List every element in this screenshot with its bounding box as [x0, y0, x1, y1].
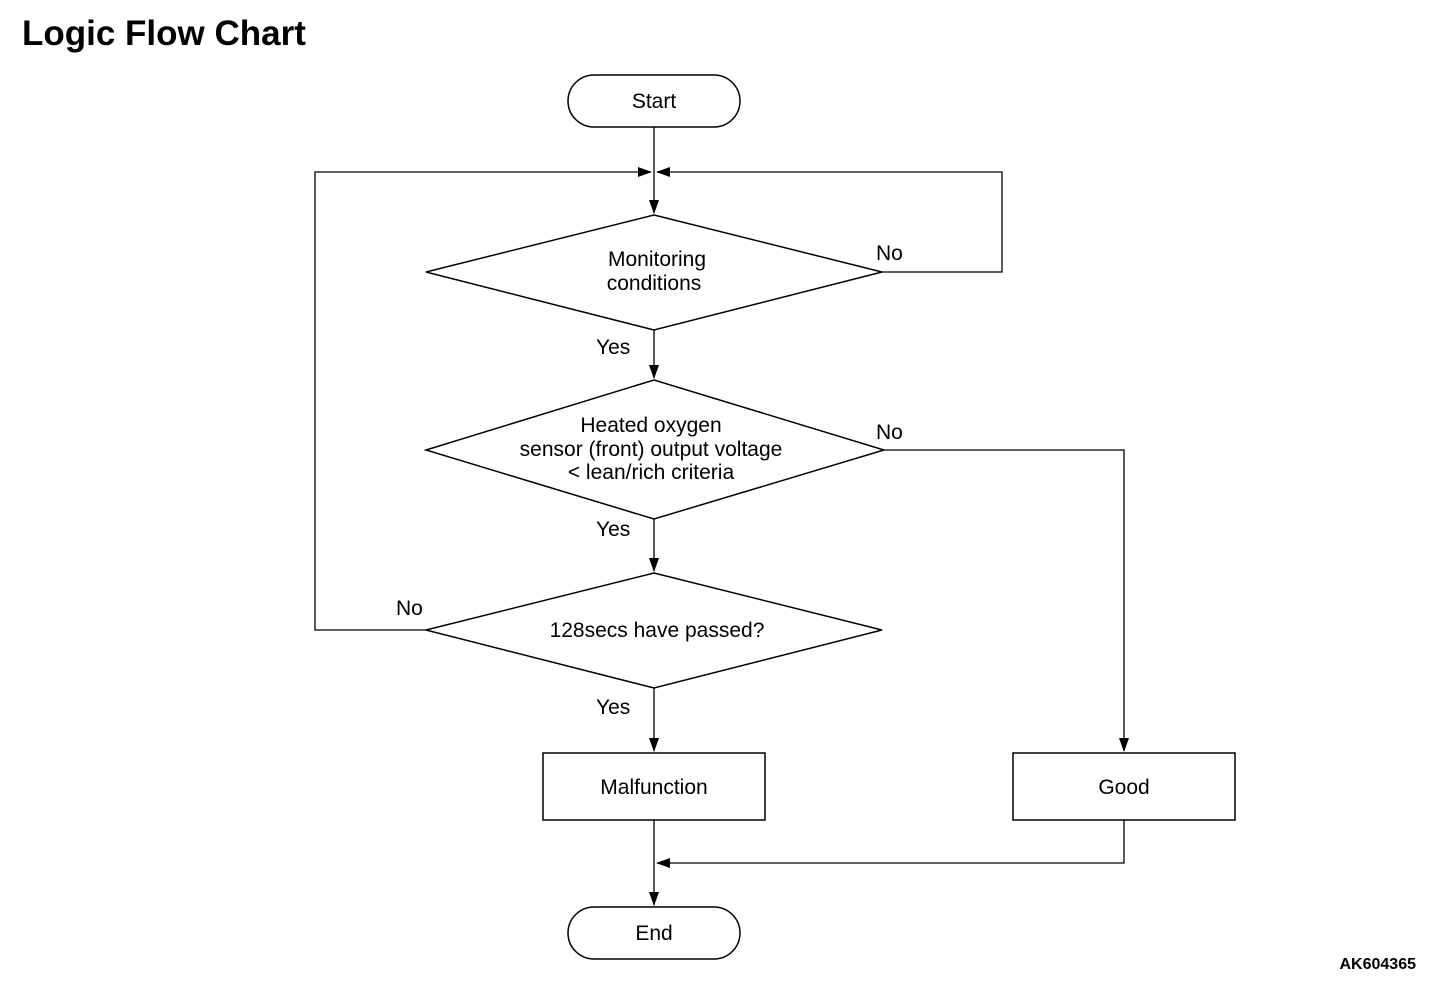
start-node: Start [567, 74, 741, 128]
good-label: Good [1098, 776, 1149, 799]
voltage-yes-label: Yes [596, 518, 630, 541]
end-node: End [567, 906, 741, 960]
monitoring-line-2: conditions [607, 272, 702, 295]
page-title: Logic Flow Chart [22, 14, 306, 53]
voltage-no-label: No [876, 421, 903, 444]
timer-decision: 128secs have passed? [425, 572, 883, 689]
voltage-line-3: < lean/rich criteria [568, 461, 735, 484]
monitoring-no-label: No [876, 242, 903, 265]
monitoring-line-1: Monitoring [608, 248, 706, 271]
connector-voltage-no [884, 449, 1129, 752]
malfunction-node: Malfunction [542, 752, 766, 821]
timer-no-label: No [396, 597, 423, 620]
start-label: Start [632, 90, 677, 113]
voltage-line-2: sensor (front) output voltage [520, 438, 783, 461]
malfunction-label: Malfunction [600, 776, 707, 799]
timer-label: 128secs have passed? [550, 619, 765, 642]
connector-timer-no [314, 167, 652, 631]
monitoring-yes-label: Yes [596, 336, 630, 359]
sensor-voltage-decision: Heated oxygen sensor (front) output volt… [423, 379, 887, 520]
voltage-line-1: Heated oxygen [580, 414, 721, 437]
end-label: End [635, 922, 672, 945]
connector-monitoring-no [656, 167, 1003, 273]
good-node: Good [1012, 752, 1236, 821]
timer-yes-label: Yes [596, 696, 630, 719]
connector-good-end [656, 820, 1125, 868]
figure-reference-code: AK604365 [1339, 956, 1417, 973]
monitoring-conditions-decision: Monitoring conditions [425, 214, 883, 331]
